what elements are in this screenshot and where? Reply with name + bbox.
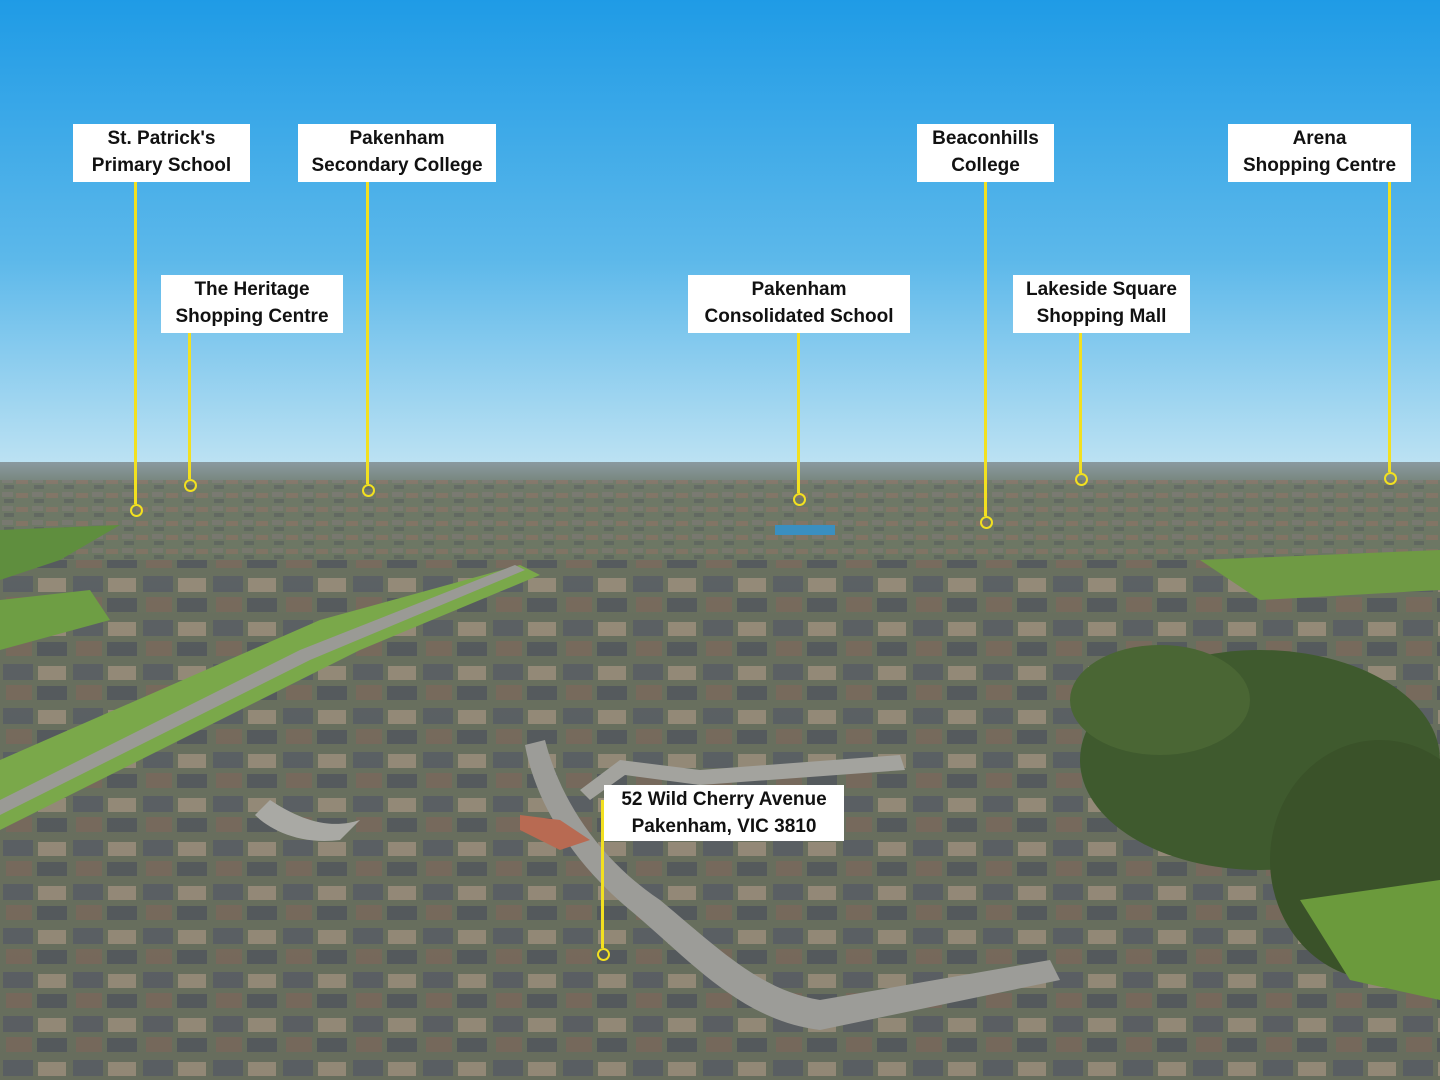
pin-line <box>797 333 800 493</box>
pin-line <box>188 333 191 479</box>
label-line: Pakenham, VIC 3810 <box>631 816 817 837</box>
label-line: Consolidated School <box>704 306 894 327</box>
pin-dot-icon <box>980 516 993 529</box>
pin-line <box>984 182 987 516</box>
label-line: Pakenham <box>349 128 445 149</box>
pin-line <box>1079 333 1082 473</box>
pin-dot-icon <box>597 948 610 961</box>
label-line: St. Patrick's <box>107 128 216 149</box>
label-line: College <box>951 155 1020 176</box>
label-lakeside-square-shopping-mall: Lakeside Square Shopping Mall <box>1013 275 1190 333</box>
label-pakenham-consolidated-school: Pakenham Consolidated School <box>688 275 910 333</box>
pin-dot-icon <box>362 484 375 497</box>
pin-dot-icon <box>184 479 197 492</box>
label-line: Beaconhills <box>932 128 1039 149</box>
label-line: Shopping Centre <box>175 306 329 327</box>
pin-line <box>601 800 604 948</box>
pin-dot-icon <box>793 493 806 506</box>
label-arena-shopping-centre: Arena Shopping Centre <box>1228 124 1411 182</box>
label-line: The Heritage <box>194 279 310 300</box>
pin-dot-icon <box>1384 472 1397 485</box>
label-pakenham-secondary-college: Pakenham Secondary College <box>298 124 496 182</box>
label-line: Shopping Centre <box>1242 155 1397 176</box>
label-line: Secondary College <box>311 155 483 176</box>
label-property-address: 52 Wild Cherry Avenue Pakenham, VIC 3810 <box>604 785 844 841</box>
label-line: Pakenham <box>751 279 847 300</box>
pin-line <box>1388 182 1391 472</box>
label-line: Shopping Mall <box>1036 306 1167 327</box>
pin-dot-icon <box>1075 473 1088 486</box>
pin-line <box>134 182 137 504</box>
label-line: Lakeside Square <box>1025 279 1178 300</box>
label-st-patricks-primary-school: St. Patrick's Primary School <box>73 124 250 182</box>
label-line: Arena <box>1292 128 1347 149</box>
label-the-heritage-shopping-centre: The Heritage Shopping Centre <box>161 275 343 333</box>
label-beaconhills-college: Beaconhills College <box>917 124 1054 182</box>
pin-dot-icon <box>130 504 143 517</box>
label-line: Primary School <box>91 155 232 176</box>
pin-line <box>366 182 369 484</box>
label-line: 52 Wild Cherry Avenue <box>621 789 827 810</box>
